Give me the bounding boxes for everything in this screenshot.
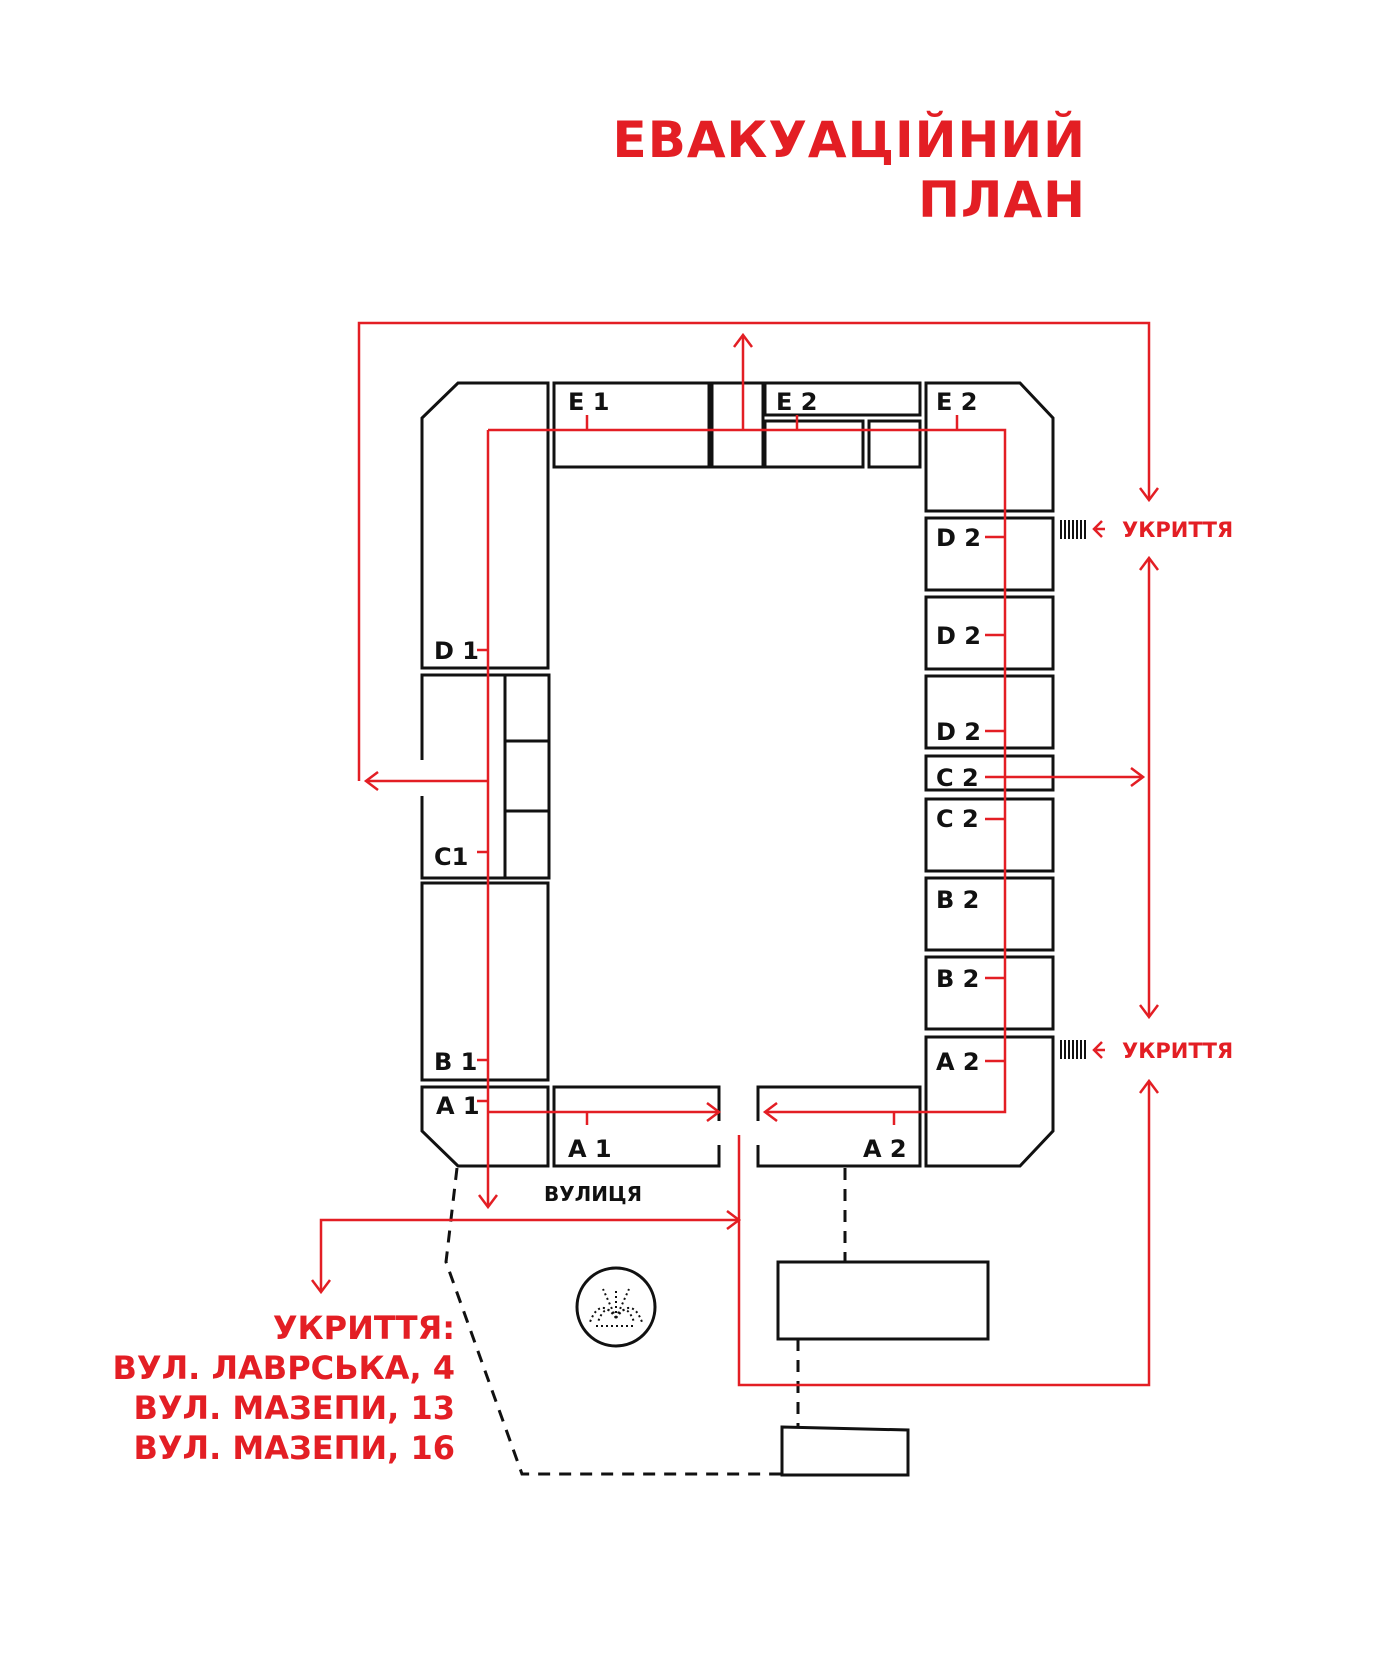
corner-block-top-left bbox=[420, 381, 550, 670]
outbuildings bbox=[444, 1167, 990, 1477]
arrow-icon bbox=[1092, 520, 1105, 538]
unit-d2-3 bbox=[924, 674, 1055, 750]
stairs-icon bbox=[1060, 520, 1086, 539]
arrow-icon bbox=[726, 1210, 742, 1230]
label-a1-left: A 1 bbox=[436, 1092, 480, 1120]
outbuilding-2 bbox=[780, 1425, 910, 1477]
arrow-icon bbox=[1139, 1078, 1159, 1094]
label-a1-bottom: A 1 bbox=[568, 1135, 612, 1163]
unit-d2-1 bbox=[924, 516, 1055, 592]
unit-c1-small-1 bbox=[503, 673, 551, 743]
shelter-heading: УКРИТТЯ: bbox=[272, 1309, 455, 1347]
unit-labels: E 1 E 2 E 2 D 1 C1 B 1 A 1 A 1 A 2 D 2 D… bbox=[434, 388, 1233, 1206]
unit-b1 bbox=[420, 881, 550, 1082]
corner-block-bottom-right bbox=[924, 1035, 1055, 1168]
arrow-icon bbox=[1139, 487, 1159, 503]
arrow-icon bbox=[706, 1102, 722, 1122]
building-walls bbox=[420, 381, 1055, 1168]
shelter-address-2: ВУЛ. МАЗЕПИ, 13 bbox=[133, 1389, 455, 1427]
unit-b2-2 bbox=[924, 955, 1055, 1031]
outbuilding-1 bbox=[776, 1260, 990, 1341]
title-line-1: ЕВАКУАЦІЙНИЙ bbox=[612, 111, 1086, 169]
label-e1: E 1 bbox=[568, 388, 609, 416]
corner-block-bottom-left bbox=[420, 1085, 550, 1168]
label-c1: C1 bbox=[434, 843, 468, 871]
plan-title: ЕВАКУАЦІЙНИЙ ПЛАН bbox=[613, 110, 1086, 230]
title-line-2: ПЛАН bbox=[918, 171, 1086, 229]
label-a2-right: A 2 bbox=[936, 1048, 980, 1076]
unit-c2-2 bbox=[924, 797, 1055, 873]
label-b2-1: B 2 bbox=[936, 886, 979, 914]
route-bottom-loop bbox=[737, 1083, 1151, 1387]
unit-a1-bottom bbox=[552, 1085, 721, 1168]
label-shelter-bottom: УКРИТТЯ bbox=[1122, 1039, 1233, 1063]
unit-e2-top bbox=[763, 381, 922, 417]
label-c2-1: C 2 bbox=[936, 764, 979, 792]
arrow-icon bbox=[1139, 555, 1159, 571]
label-d2-2: D 2 bbox=[936, 622, 981, 650]
unit-a2-bottom bbox=[756, 1085, 922, 1168]
unit-c2-1 bbox=[924, 754, 1055, 792]
shelter-address-3: ВУЛ. МАЗЕПИ, 16 bbox=[133, 1429, 455, 1467]
unit-e2-lower bbox=[763, 419, 865, 469]
unit-e2-small bbox=[867, 419, 922, 469]
corner-block-top-right bbox=[924, 381, 1055, 513]
fountain-icon bbox=[575, 1266, 657, 1348]
unit-c1-small-3 bbox=[503, 809, 551, 880]
label-c2-2: C 2 bbox=[936, 805, 979, 833]
stairs-icon bbox=[1060, 1040, 1086, 1059]
arrow-icon bbox=[762, 1102, 778, 1122]
unit-d2-2 bbox=[924, 595, 1055, 671]
arrow-icon bbox=[733, 332, 753, 348]
label-b1: B 1 bbox=[434, 1048, 477, 1076]
label-d2-1: D 2 bbox=[936, 524, 981, 552]
arrow-icon bbox=[1130, 767, 1146, 787]
route-top-inner bbox=[488, 428, 1007, 1114]
arrow-icon bbox=[1092, 1041, 1105, 1059]
route-outer-left bbox=[357, 321, 1151, 781]
shelter-addresses: УКРИТТЯ: ВУЛ. ЛАВРСЬКА, 4 ВУЛ. МАЗЕПИ, 1… bbox=[113, 1308, 455, 1468]
label-shelter-top: УКРИТТЯ bbox=[1122, 518, 1233, 542]
label-e2-top: E 2 bbox=[776, 388, 817, 416]
label-a2-bottom: A 2 bbox=[863, 1135, 907, 1163]
unit-passage bbox=[710, 381, 765, 469]
arrow-icon bbox=[1139, 1004, 1159, 1020]
label-street: ВУЛИЦЯ bbox=[544, 1182, 642, 1206]
label-e2-corner: E 2 bbox=[936, 388, 977, 416]
unit-b2-1 bbox=[924, 876, 1055, 952]
evacuation-routes bbox=[311, 321, 1159, 1387]
unit-c1-small-2 bbox=[503, 739, 551, 813]
label-d2-3: D 2 bbox=[936, 718, 981, 746]
unit-e1 bbox=[552, 381, 711, 469]
fence-line bbox=[444, 1167, 782, 1476]
arrow-icon bbox=[478, 1194, 498, 1210]
route-street bbox=[319, 1218, 737, 1290]
label-b2-2: B 2 bbox=[936, 965, 979, 993]
label-d1: D 1 bbox=[434, 637, 479, 665]
shelter-address-1: ВУЛ. ЛАВРСЬКА, 4 bbox=[112, 1349, 455, 1387]
arrow-icon bbox=[311, 1279, 331, 1295]
